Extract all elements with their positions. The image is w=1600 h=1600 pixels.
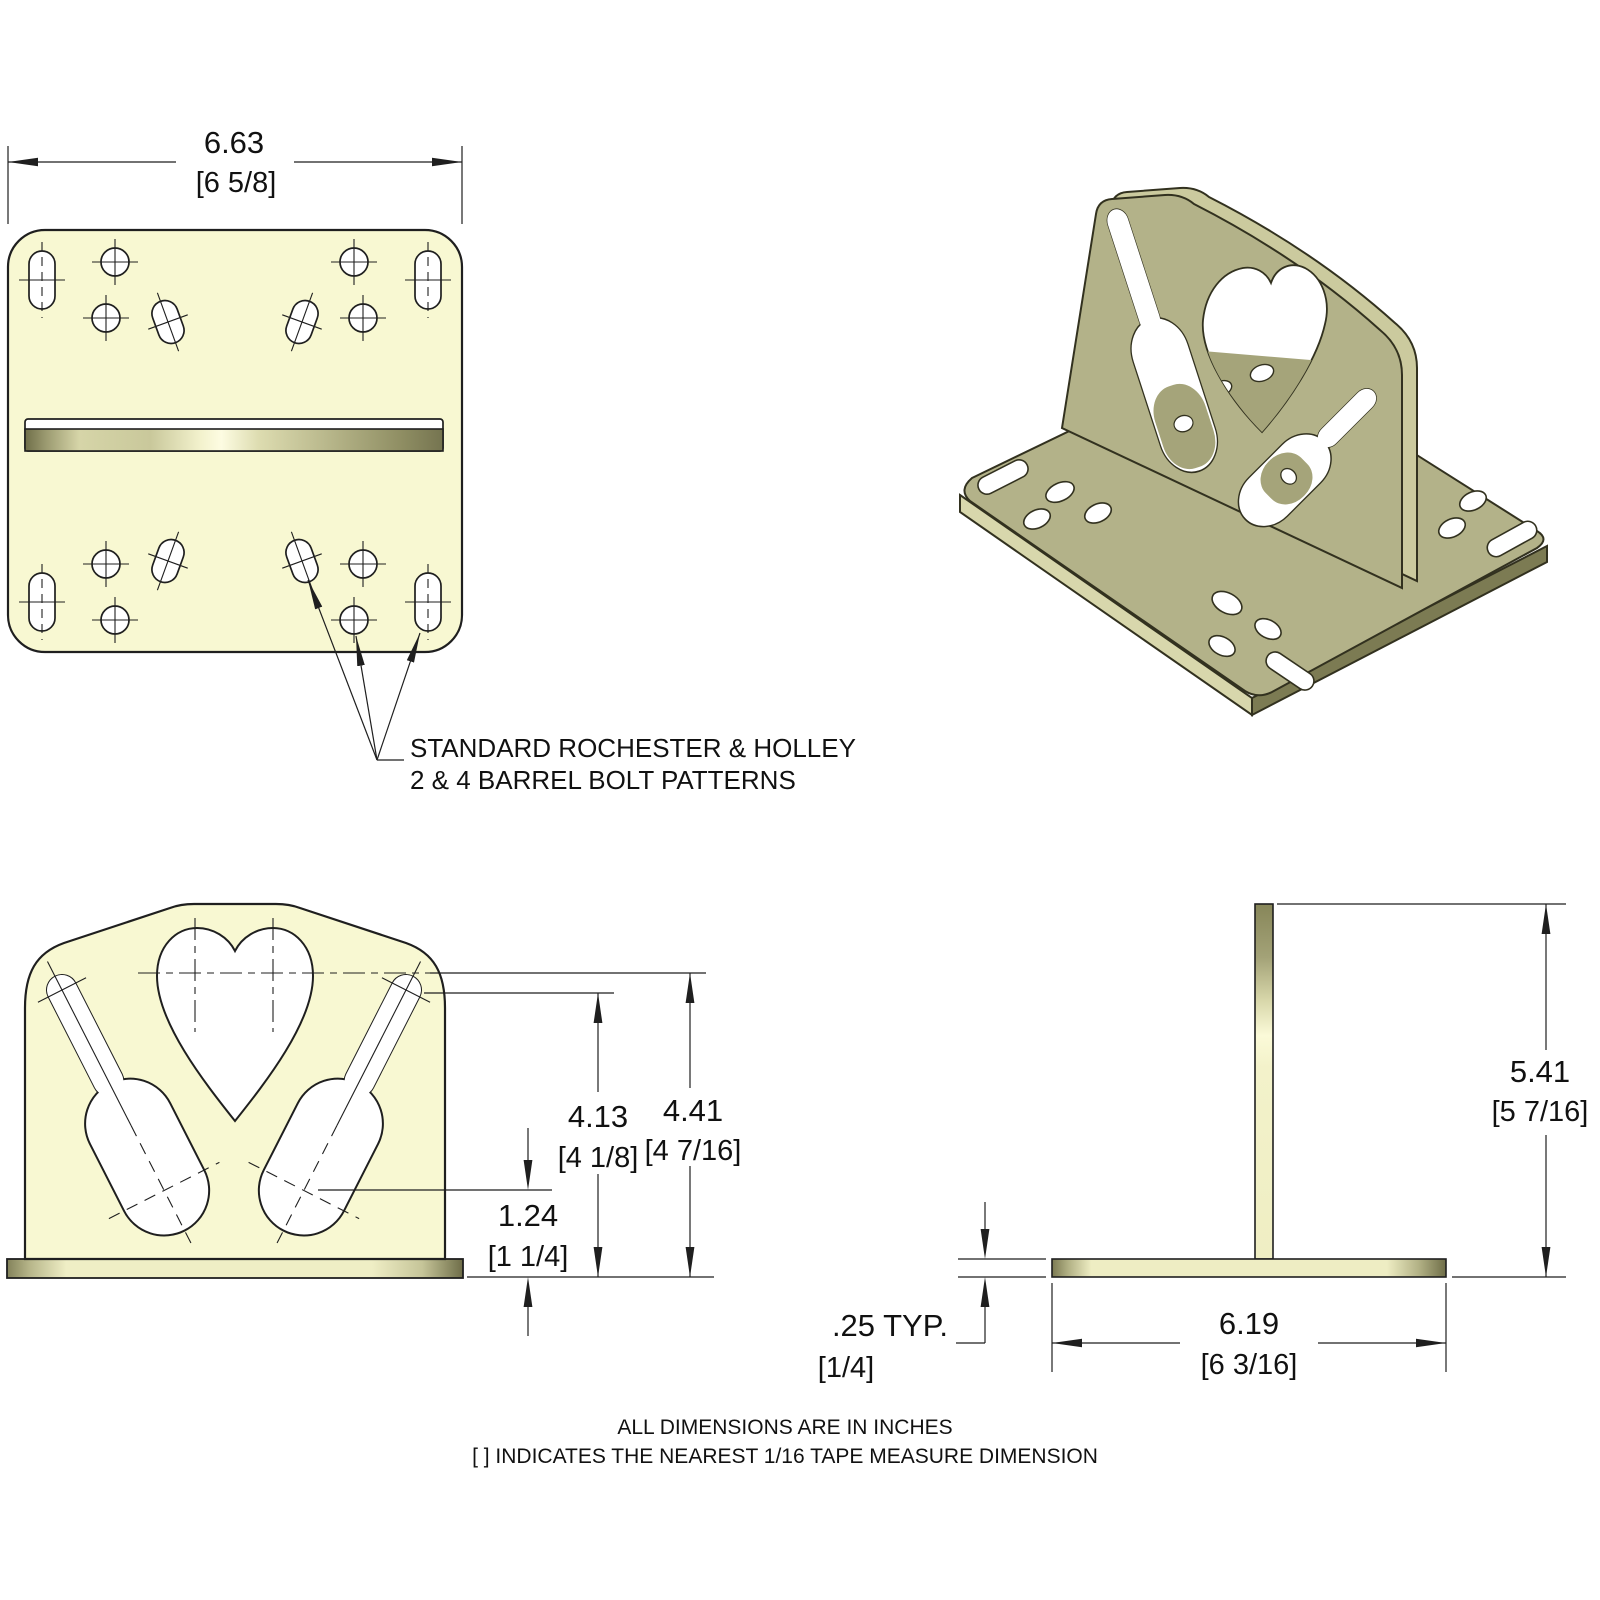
mount-slot (405, 242, 451, 318)
dimension-heart-height: 4.41 [4 7/16] (645, 973, 742, 1277)
bolt-hole (92, 597, 138, 643)
iso-bolt-hole (1211, 590, 1243, 616)
dimension-slot-bottom-height: 1.24 [1 1/4] (488, 1128, 569, 1336)
iso-mount-slot (977, 459, 1029, 495)
iso-bolt-hole (1458, 490, 1488, 512)
drawing-notes: ALL DIMENSIONS ARE IN INCHES [ ] INDICAT… (472, 1416, 1098, 1468)
bolt-hole (83, 541, 129, 587)
dim-height-value: 5.41 (1510, 1054, 1570, 1089)
bolt-hole (331, 239, 377, 285)
dimension-top-width: 6.63 [6 5/8] (7, 125, 463, 224)
side-base-edge (1051, 1258, 1447, 1278)
callout-line1: STANDARD ROCHESTER & HOLLEY (410, 733, 856, 763)
dimension-thickness: .25 TYP. [1/4] (818, 1202, 1046, 1384)
keyhole-slot-right (248, 961, 431, 1251)
dim-heart-height-tape: [4 7/16] (645, 1135, 742, 1167)
dim-height-tape: [5 7/16] (1492, 1096, 1589, 1128)
dim-slot-bottom-value: 1.24 (498, 1198, 558, 1233)
iso-bolt-hole (1437, 517, 1467, 539)
dim-top-width-tape: [6 5/8] (196, 167, 277, 199)
iso-keyhole-right (1237, 388, 1377, 528)
bolt-hole (83, 295, 129, 341)
dim-keyhole-height-value: 4.13 (568, 1099, 628, 1134)
iso-mount-slot (1265, 651, 1315, 691)
front-base-edge (6, 1258, 464, 1279)
mount-slot (405, 564, 451, 640)
iso-bolt-hole (1045, 480, 1075, 504)
angled-oval-hole (282, 292, 322, 352)
side-view: 5.41 [5 7/16] .25 TYP. [1/4] 6.19 [6 3/1… (818, 903, 1589, 1384)
mount-slot (19, 242, 65, 318)
dim-thickness-tape: [1/4] (818, 1352, 874, 1384)
dim-base-width-value: 6.19 (1219, 1306, 1279, 1341)
bolt-hole (92, 239, 138, 285)
front-view: 4.13 [4 1/8] 4.41 [4 7/16] 1.24 [1 1/4] (6, 902, 742, 1336)
iso-keyhole-left (1106, 208, 1219, 474)
dim-thickness-value: .25 TYP. (832, 1308, 948, 1343)
note-tape-measure: [ ] INDICATES THE NEAREST 1/16 TAPE MEAS… (472, 1445, 1098, 1468)
bolt-hole (340, 295, 386, 341)
iso-mount-slot (1486, 520, 1538, 558)
iso-view (959, 186, 1548, 717)
side-upright-edge (1254, 903, 1274, 1260)
angled-oval-hole (148, 531, 188, 591)
mount-slot (19, 564, 65, 640)
note-units: ALL DIMENSIONS ARE IN INCHES (617, 1416, 952, 1439)
heart-cutout (155, 926, 315, 1123)
keyhole-slot-left (37, 961, 220, 1251)
upright-plate-edge (24, 428, 444, 452)
dim-slot-bottom-tape: [1 1/4] (488, 1241, 569, 1273)
callout-line2: 2 & 4 BARREL BOLT PATTERNS (410, 765, 796, 795)
iso-bolt-hole (1254, 617, 1282, 641)
iso-bolt-hole (1208, 634, 1236, 658)
dim-heart-height-value: 4.41 (663, 1093, 723, 1128)
dim-keyhole-height-tape: [4 1/8] (558, 1142, 639, 1174)
dim-base-width-tape: [6 3/16] (1201, 1349, 1298, 1381)
dimension-keyhole-height: 4.13 [4 1/8] (558, 993, 639, 1277)
iso-bolt-hole (1083, 502, 1113, 524)
bolt-hole (340, 541, 386, 587)
iso-bolt-hole (1022, 508, 1052, 530)
dimension-overall-height: 5.41 [5 7/16] (1277, 903, 1589, 1278)
dimension-base-width: 6.19 [6 3/16] (1051, 1283, 1447, 1381)
angled-oval-hole (148, 292, 188, 352)
bolt-pattern-callout: STANDARD ROCHESTER & HOLLEY 2 & 4 BARREL… (307, 579, 856, 795)
dim-top-width-value: 6.63 (204, 125, 264, 160)
top-view: 6.63 [6 5/8] STANDARD ROCHESTER & HOLLEY… (6, 125, 856, 795)
bolt-hole (331, 597, 377, 643)
